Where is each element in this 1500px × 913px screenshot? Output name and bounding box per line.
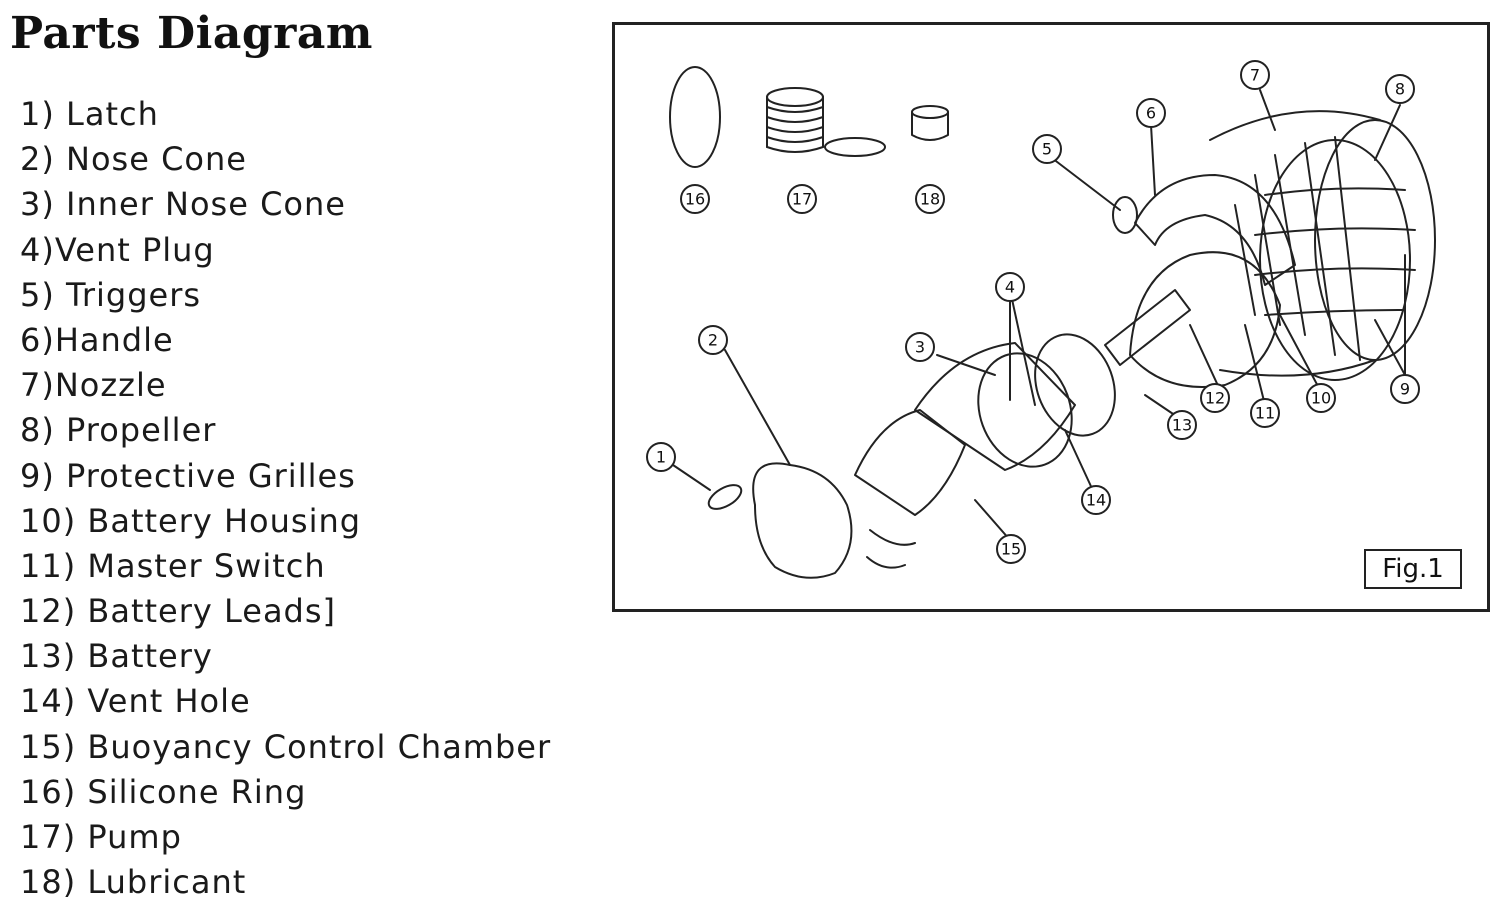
callout-3-badge (905, 332, 935, 362)
callout-16-badge (680, 184, 710, 214)
callout-17-label: 17 (792, 190, 812, 209)
parts-list-item: 3) Inner Nose Cone (20, 185, 346, 224)
nose-cone-drawing (707, 462, 916, 579)
callout-18-badge (915, 184, 945, 214)
callout-4-badge (995, 272, 1025, 302)
exploded-diagram-illustration: 1 2 3 4 5 6 7 8 9 10 11 12 13 14 15 16 1… (646, 60, 1436, 579)
callout-1-badge (646, 442, 676, 472)
callout-15-badge (996, 534, 1026, 564)
silicone-ring-drawing (669, 66, 721, 168)
callout-7-label: 7 (1250, 66, 1260, 85)
body-sections-drawing (854, 289, 1191, 516)
callout-13-label: 13 (1172, 416, 1192, 435)
exploded-diagram-figure: 1 2 3 4 5 6 7 8 9 10 11 12 13 14 15 16 1… (612, 22, 1490, 612)
callout-12-label: 12 (1205, 389, 1225, 408)
callout-4-label: 4 (1005, 278, 1015, 297)
callout-11-label: 11 (1255, 404, 1275, 423)
parts-list-item: 1) Latch (20, 95, 159, 133)
parts-list-item: 8) Propeller (20, 411, 217, 450)
callout-6-badge (1136, 98, 1166, 128)
battery-housing-drawing (1112, 174, 1296, 388)
callout-10-label: 10 (1311, 389, 1331, 408)
callout-7-badge (1240, 60, 1270, 90)
parts-list-item: 13) Battery (20, 637, 213, 676)
parts-list-item: 15) Buoyancy Control Chamber (20, 727, 552, 766)
parts-list-item: 9) Protective Grilles (20, 456, 356, 495)
parts-list-item: 12) Battery Leads] (20, 592, 337, 631)
lubricant-drawing (911, 105, 949, 141)
parts-list-item: 6)Handle (20, 320, 174, 359)
callout-9-label: 9 (1400, 380, 1410, 399)
parts-list-item: 16) Silicone Ring (20, 772, 307, 811)
callout-3-label: 3 (915, 338, 925, 357)
pump-drawing (766, 87, 886, 157)
parts-list: 1) Latch 2) Nose Cone 3) Inner Nose Cone… (20, 92, 551, 905)
callout-1-label: 1 (656, 448, 666, 467)
callout-5-badge (1032, 134, 1062, 164)
parts-list-item: 7)Nozzle (20, 366, 167, 405)
callout-11-badge (1250, 398, 1280, 428)
parts-list-item: 14) Vent Hole (20, 682, 251, 721)
callout-8-label: 8 (1395, 80, 1405, 99)
callout-6-label: 6 (1146, 104, 1156, 123)
parts-list-item: 4)Vent Plug (20, 230, 215, 269)
callout-2-label: 2 (708, 331, 718, 350)
callout-14-label: 14 (1086, 491, 1106, 510)
parts-list-item: 17) Pump (20, 818, 182, 856)
parts-list-item: 11) Master Switch (20, 546, 326, 585)
callout-17-badge (787, 184, 817, 214)
callout-14-badge (1081, 485, 1111, 515)
callout-5-label: 5 (1042, 140, 1052, 159)
callout-16-label: 16 (685, 190, 705, 209)
propeller-grille-drawing (1209, 110, 1436, 381)
parts-list-item: 5) Triggers (20, 275, 202, 314)
page-title: Parts Diagram (10, 8, 373, 59)
parts-list-item: 10) Battery Housing (20, 501, 362, 540)
callout-13-badge (1167, 410, 1197, 440)
callout-10-badge (1306, 383, 1336, 413)
callout-18-label: 18 (920, 190, 940, 209)
callout-9-badge (1390, 374, 1420, 404)
parts-list-item: 18) Lubricant (20, 863, 247, 902)
parts-list-item: 2) Nose Cone (20, 140, 247, 179)
callout-8-badge (1385, 74, 1415, 104)
figure-label: Fig.1 (1364, 549, 1462, 589)
callout-12-badge (1200, 383, 1230, 413)
callout-2-badge (698, 325, 728, 355)
callout-15-label: 15 (1001, 540, 1021, 559)
